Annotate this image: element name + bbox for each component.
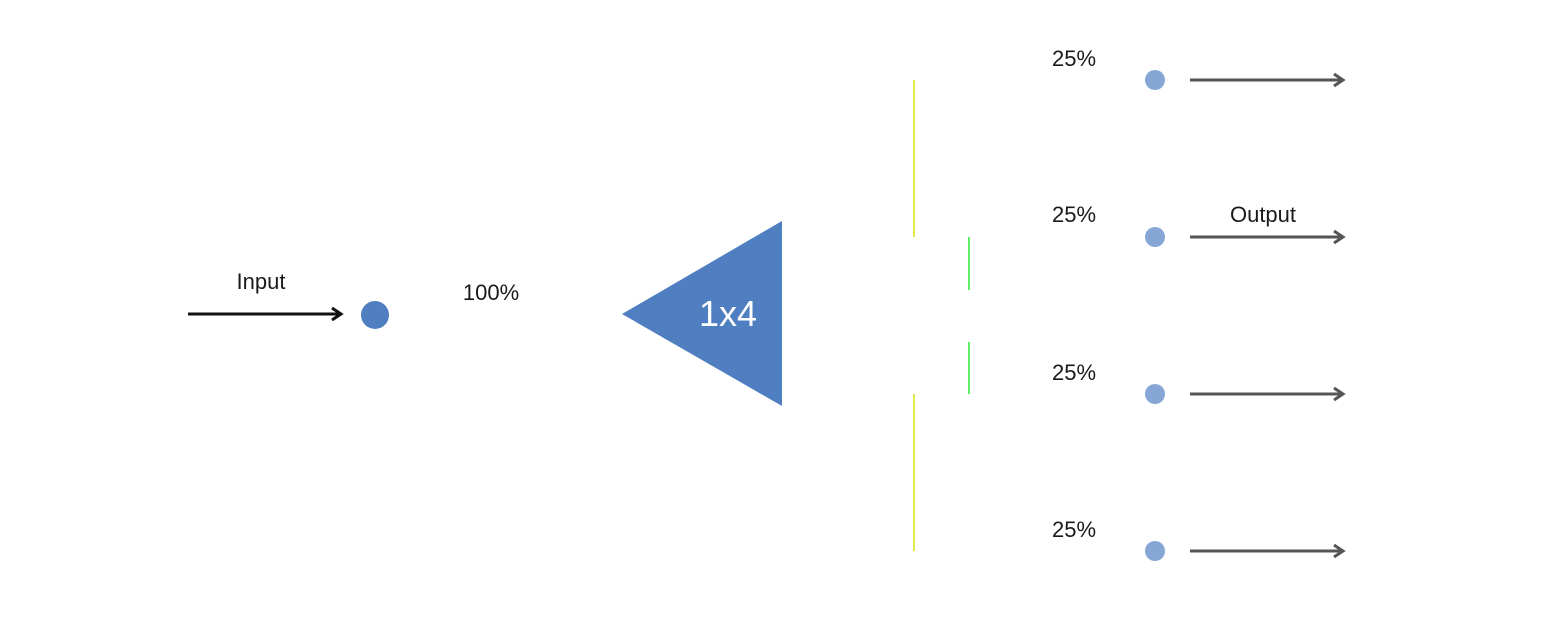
branch-percent-2: 25% [1052, 202, 1096, 227]
branch-fiber-3 [782, 341, 1142, 395]
branch-fiber-2 [782, 236, 1142, 291]
output-node-4 [1145, 541, 1165, 561]
branch-fiber-1 [782, 79, 1142, 238]
output-node-2 [1145, 227, 1165, 247]
output-node-1 [1145, 70, 1165, 90]
output-node-3 [1145, 384, 1165, 404]
output-arrow-3 [1190, 386, 1346, 402]
branch-percent-4: 25% [1052, 517, 1096, 542]
output-arrow-4 [1190, 543, 1346, 559]
input-node [361, 301, 389, 329]
splitter-label: 1x4 [699, 293, 757, 334]
output-label: Output [1230, 202, 1296, 227]
input-arrow [188, 306, 344, 322]
branch-percent-1: 25% [1052, 46, 1096, 71]
input-percent-label: 100% [463, 280, 519, 305]
splitter-1x4 [622, 221, 782, 406]
output-arrow-2 [1190, 229, 1346, 245]
output-arrow-1 [1190, 72, 1346, 88]
branch-percent-3: 25% [1052, 360, 1096, 385]
input-label: Input [237, 269, 286, 294]
branch-fiber-4 [782, 393, 1142, 552]
